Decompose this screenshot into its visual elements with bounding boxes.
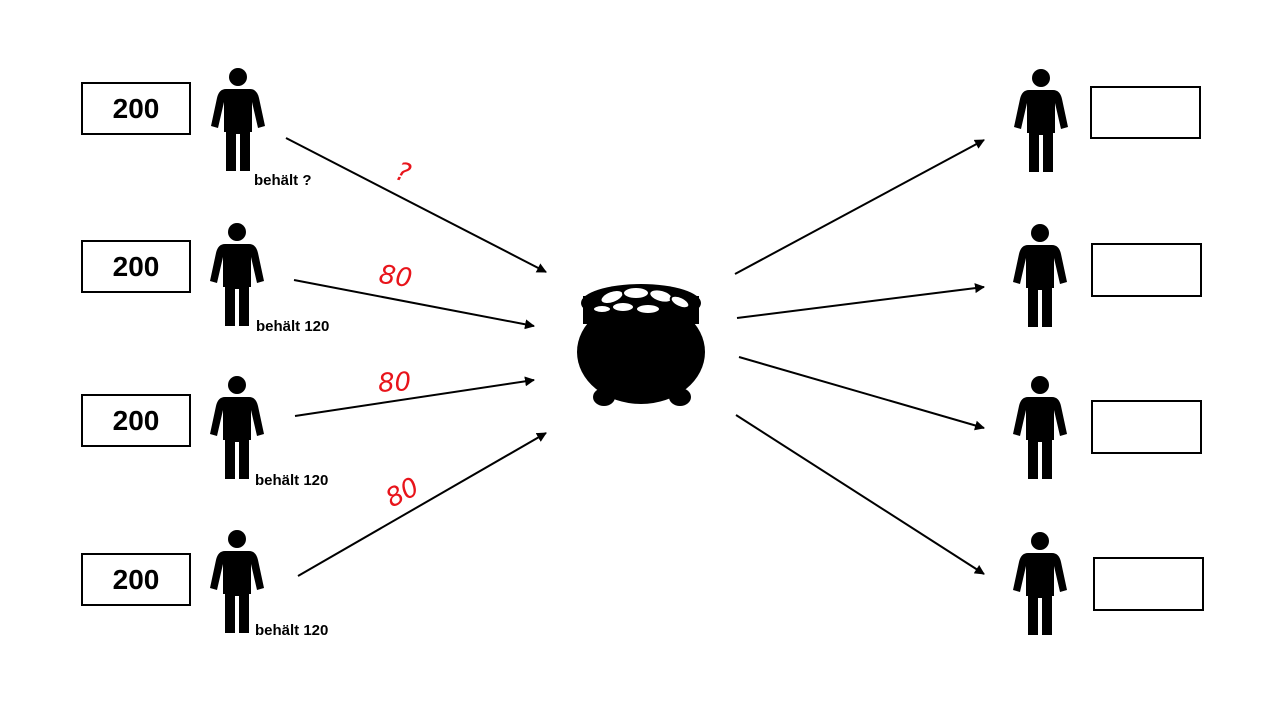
contributor-amount-box: 200 bbox=[81, 553, 191, 606]
contributor-amount: 200 bbox=[112, 250, 160, 282]
arrow-recipient-3 bbox=[738, 356, 985, 431]
contributor-amount: 200 bbox=[112, 92, 160, 124]
arrow-contributor-2 bbox=[293, 279, 535, 330]
contribution-label: 80 bbox=[377, 259, 415, 295]
arrow-recipient-4 bbox=[735, 414, 985, 575]
recipient-amount-box[interactable] bbox=[1091, 243, 1202, 297]
recipient-amount-box[interactable] bbox=[1093, 557, 1204, 611]
contributor-amount-box: 200 bbox=[81, 394, 191, 447]
recipient-amount-box[interactable] bbox=[1090, 86, 1201, 139]
contributor-amount-box: 200 bbox=[81, 82, 191, 135]
arrow-contributor-4 bbox=[297, 432, 547, 577]
keeps-label: behält ? bbox=[254, 172, 312, 189]
contributor-amount: 200 bbox=[112, 563, 160, 595]
arrow-recipient-1 bbox=[734, 139, 985, 275]
contributor-amount: 200 bbox=[112, 404, 160, 436]
arrow-contributor-3 bbox=[294, 376, 535, 417]
keeps-label: behält 120 bbox=[256, 318, 330, 335]
arrow-contributor-1 bbox=[285, 137, 547, 273]
arrow-recipient-2 bbox=[736, 283, 985, 319]
keeps-label: behält 120 bbox=[255, 472, 329, 489]
contribution-label: 80 bbox=[377, 367, 412, 399]
contributor-amount-box: 200 bbox=[81, 240, 191, 293]
keeps-label: behält 120 bbox=[255, 622, 329, 639]
recipient-amount-box[interactable] bbox=[1091, 400, 1202, 454]
